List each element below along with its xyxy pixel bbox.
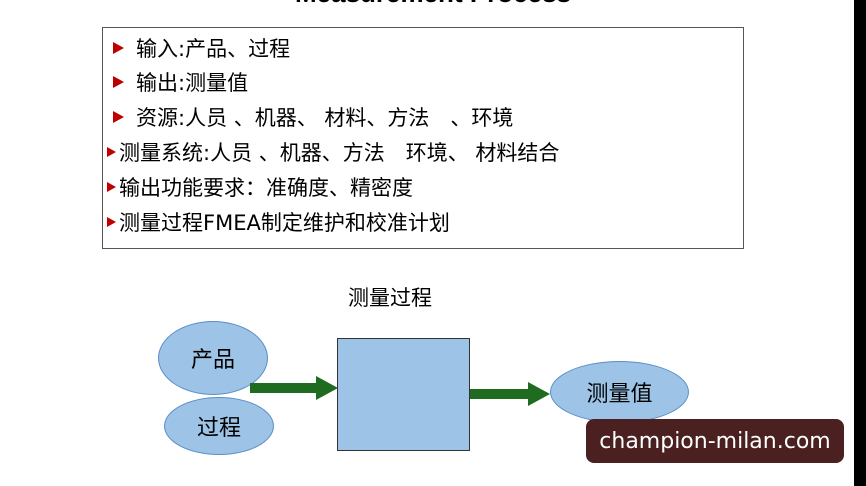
bullet-item: 输出功能要求：准确度、精密度 bbox=[103, 172, 413, 202]
output-oval: 测量值 bbox=[550, 361, 689, 423]
process-box bbox=[337, 338, 470, 451]
bullet-text: 资源:人员 、机器、 材料、方法 、环境 bbox=[136, 106, 514, 130]
slide-title: Measurement Process bbox=[0, 0, 866, 9]
input-oval-process: 过程 bbox=[164, 397, 274, 455]
input-label: 过程 bbox=[196, 416, 241, 441]
arrow-bullet-icon bbox=[113, 76, 124, 88]
arrow-bullet-icon bbox=[107, 217, 116, 227]
input-oval-product: 产品 bbox=[158, 321, 268, 395]
watermark-badge: champion-milan.com bbox=[586, 419, 844, 463]
bullet-item: 测量过程FMEA制定维护和校准计划 bbox=[103, 207, 450, 237]
bullet-list-box: 输入:产品、过程 输出:测量值 资源:人员 、机器、 材料、方法 、环境 测量系… bbox=[102, 27, 744, 249]
diagram-title: 测量过程 bbox=[348, 286, 432, 310]
watermark-text: champion-milan.com bbox=[599, 428, 831, 454]
arrow-bullet-icon bbox=[113, 111, 124, 123]
bullet-text: 输入:产品、过程 bbox=[136, 37, 291, 61]
bullet-text: 测量系统:人员 、机器、方法 环境、 材料结合 bbox=[119, 141, 560, 165]
output-arrow bbox=[470, 382, 550, 406]
input-arrow bbox=[250, 376, 338, 400]
output-label: 测量值 bbox=[586, 382, 653, 407]
bullet-text: 输出:测量值 bbox=[136, 71, 249, 95]
bullet-item: 输入:产品、过程 bbox=[103, 33, 290, 63]
input-label: 产品 bbox=[190, 348, 235, 373]
bullet-text: 测量过程FMEA制定维护和校准计划 bbox=[119, 211, 450, 235]
arrow-bullet-icon bbox=[113, 42, 124, 54]
bullet-item: 测量系统:人员 、机器、方法 环境、 材料结合 bbox=[103, 137, 559, 167]
window-edge-bar bbox=[854, 0, 866, 486]
bullet-item: 输出:测量值 bbox=[103, 67, 248, 97]
arrow-bullet-icon bbox=[107, 182, 116, 192]
bullet-item: 资源:人员 、机器、 材料、方法 、环境 bbox=[103, 102, 513, 132]
arrow-bullet-icon bbox=[107, 147, 116, 157]
bullet-text: 输出功能要求：准确度、精密度 bbox=[119, 176, 413, 200]
